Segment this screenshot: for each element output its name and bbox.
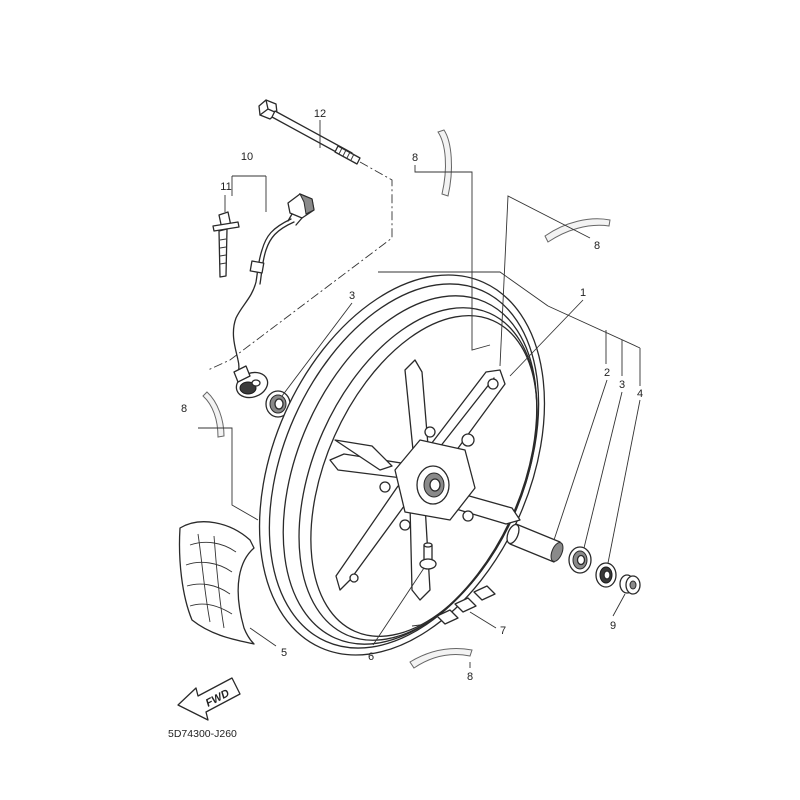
callout-3-right: 3 [619, 379, 625, 391]
wheel-speed-sensor [232, 193, 315, 399]
callout-8-left: 8 [181, 403, 187, 415]
fwd-arrow: FWD [177, 677, 241, 721]
axle-bolt [258, 99, 361, 165]
rim-strip-top [437, 129, 452, 197]
rim-strip-left [202, 391, 225, 438]
tire-valve [419, 542, 437, 570]
callout-1: 1 [580, 287, 586, 299]
wire-clip [212, 211, 240, 278]
tire [178, 521, 255, 645]
rim-strip-right [544, 218, 611, 243]
wheel-spokes [329, 359, 521, 601]
callout-5: 5 [281, 647, 287, 659]
balance-weights [436, 585, 496, 625]
callout-11: 11 [220, 181, 231, 193]
leader-lines [198, 120, 641, 668]
callout-8-bottom: 8 [467, 671, 473, 683]
callout-8-top: 8 [412, 152, 418, 164]
oil-seal [595, 562, 617, 588]
collar [506, 523, 564, 563]
rim-strip-bottom [409, 648, 473, 669]
axle-bolt-path [207, 161, 393, 371]
callout-9: 9 [610, 620, 616, 632]
callout-8-right: 8 [594, 240, 600, 252]
diagram-code: 5D74300-J260 [168, 728, 237, 740]
bearing-right [568, 546, 592, 574]
callout-3-left: 3 [349, 290, 355, 302]
callout-7: 7 [500, 625, 506, 637]
callout-labels: 12 10 11 8 8 3 1 2 3 4 8 5 6 7 9 8 [181, 108, 643, 683]
callout-12: 12 [314, 108, 326, 120]
callout-10: 10 [241, 151, 253, 163]
callout-2: 2 [604, 367, 610, 379]
callout-6: 6 [368, 651, 374, 663]
callout-4: 4 [637, 388, 643, 400]
side-collar [619, 574, 641, 595]
